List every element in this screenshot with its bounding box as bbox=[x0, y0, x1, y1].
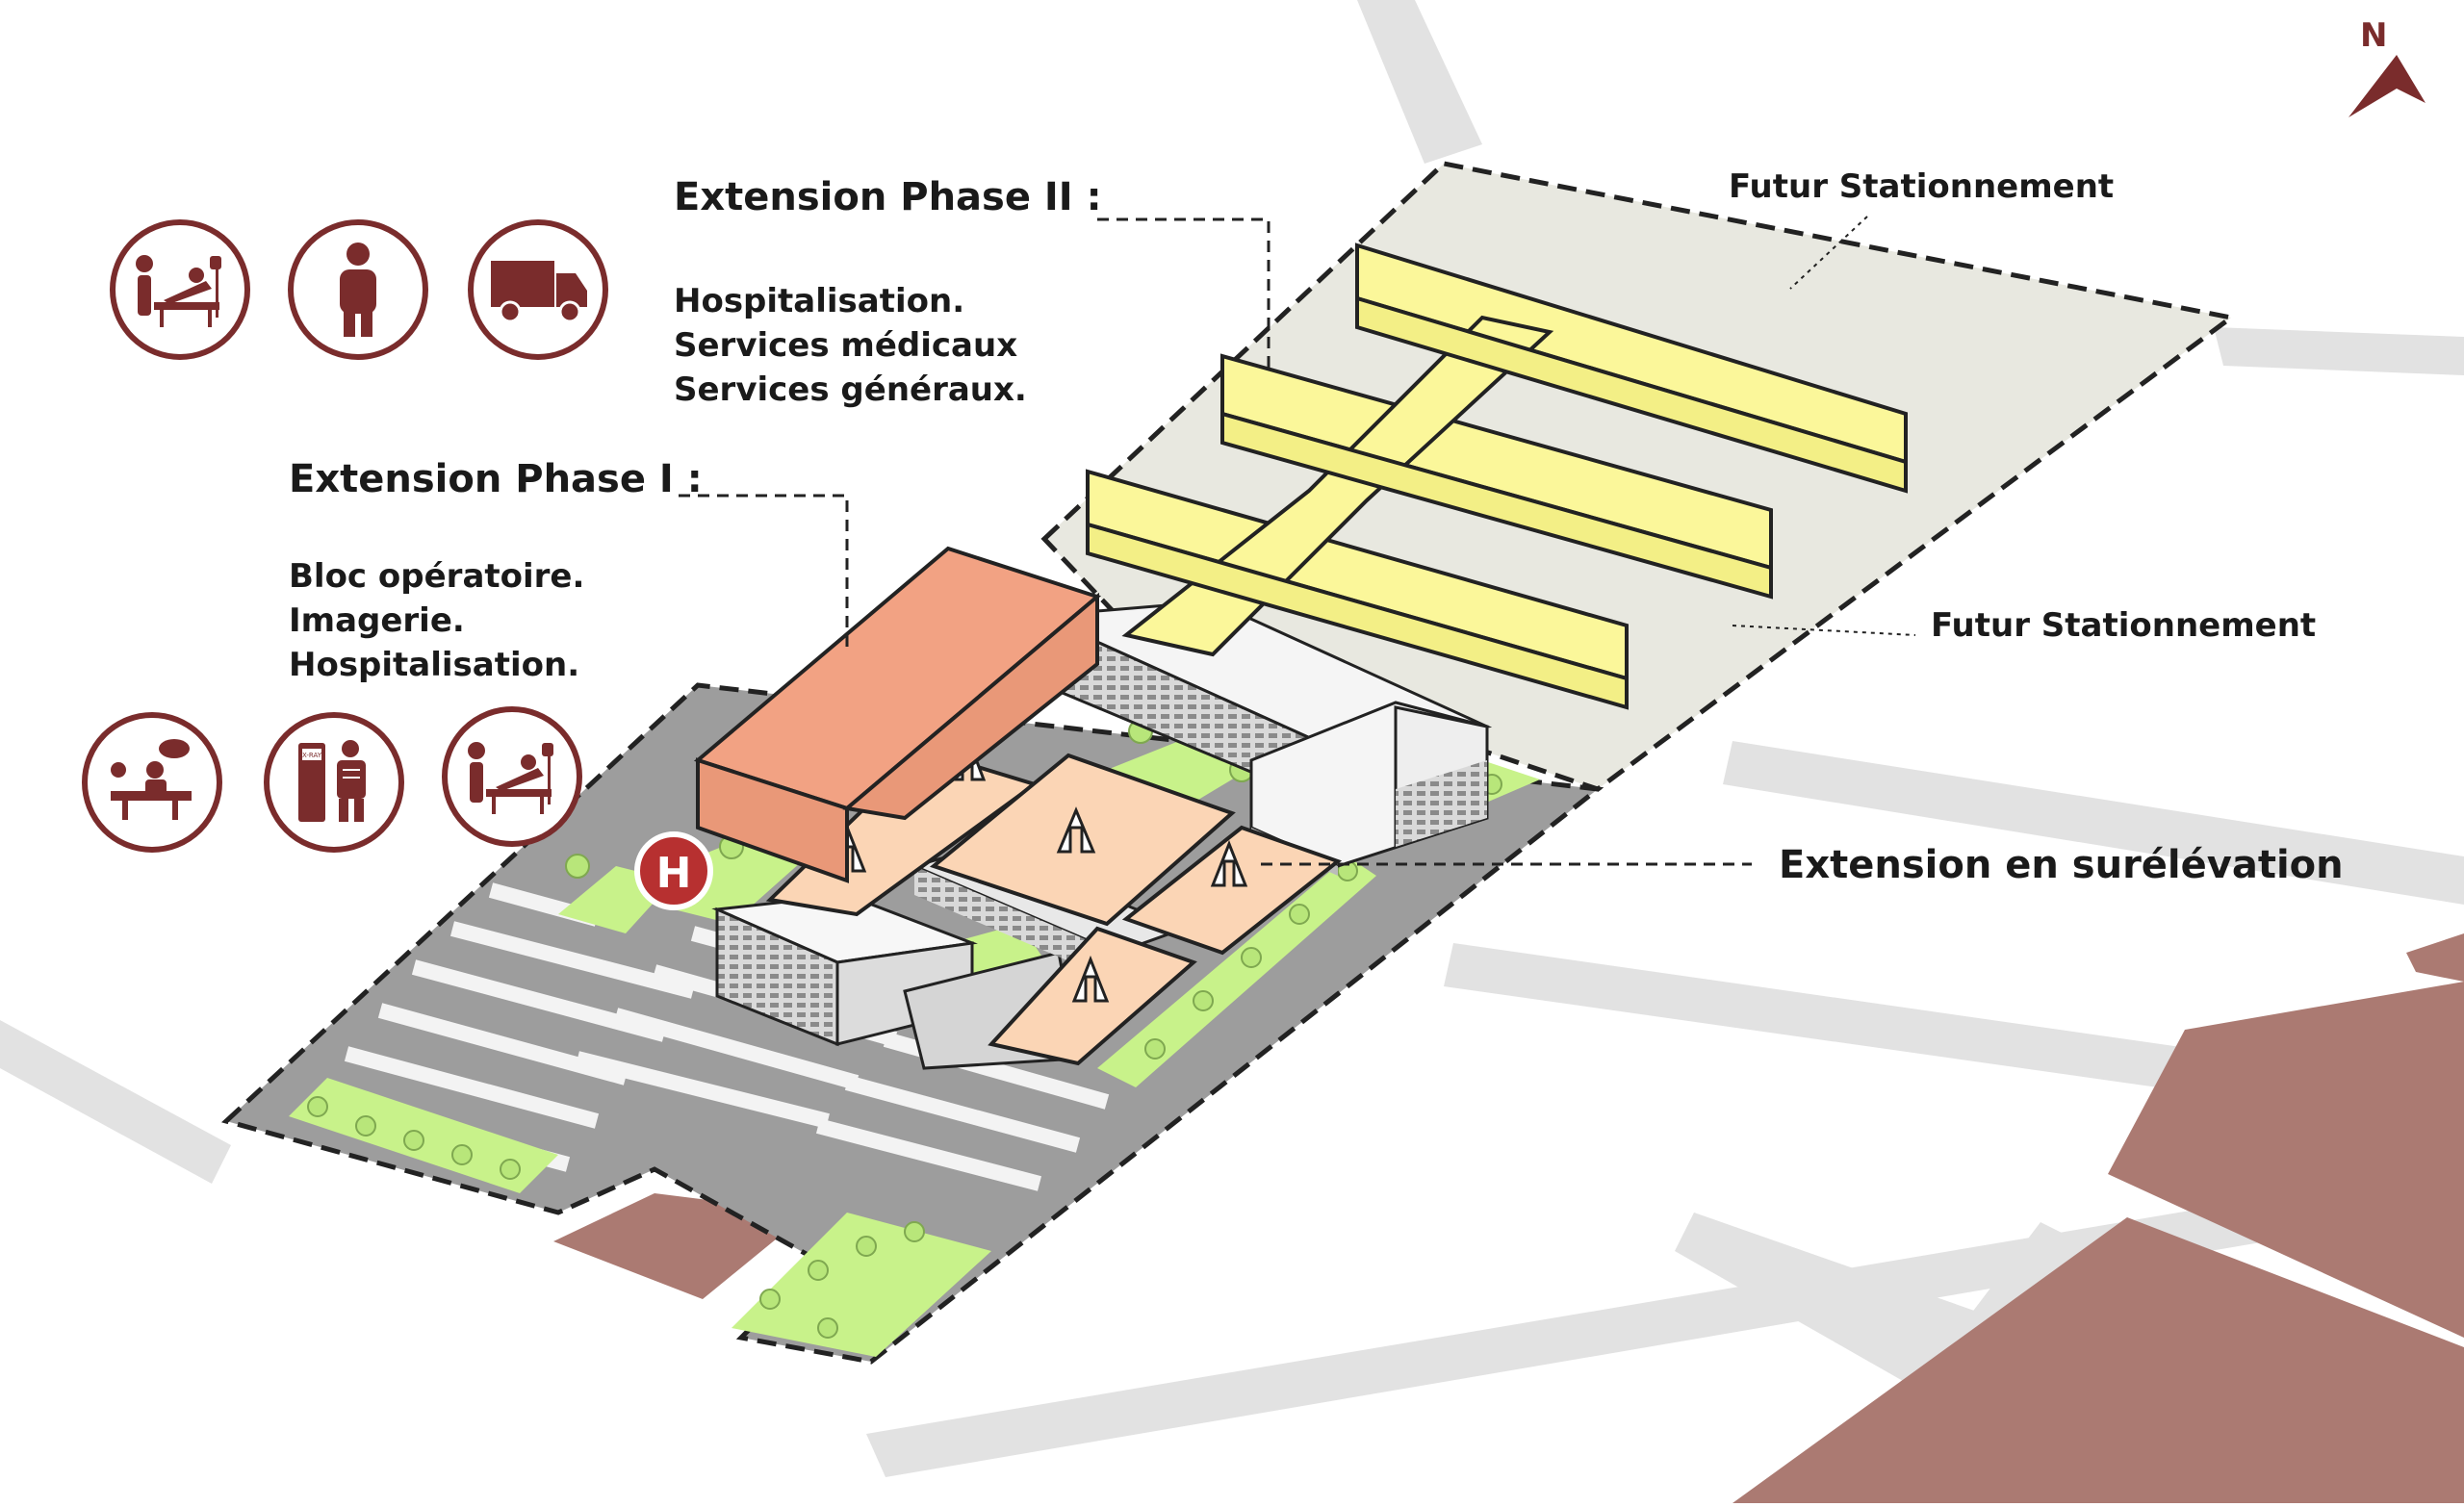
north-arrow: N bbox=[2339, 12, 2445, 127]
future-parking-label-right: Futur Stationnement bbox=[1931, 606, 2317, 645]
leader-phase2 bbox=[1097, 217, 1270, 375]
phase1-item-2: Imagerie. bbox=[289, 601, 465, 640]
helipad-letter: H bbox=[656, 849, 692, 898]
neighbour-lots bbox=[553, 933, 2464, 1503]
north-letter: N bbox=[2360, 16, 2387, 55]
phase1-item-1: Bloc opératoire. bbox=[289, 557, 585, 596]
helipad: H bbox=[634, 831, 713, 910]
elevation-label: Extension en surélévation bbox=[1779, 843, 2344, 887]
trees bbox=[307, 719, 1502, 1339]
north-arrow-icon: N bbox=[2348, 16, 2426, 117]
leader-lines bbox=[679, 216, 1916, 866]
lot-east bbox=[2108, 982, 2464, 1338]
phase2-item-1: Hospitalisation. bbox=[674, 282, 965, 320]
future-parking-label-top: Futur Stationnement bbox=[1729, 167, 2115, 206]
lot-south bbox=[553, 1193, 808, 1299]
elevation-block-3 bbox=[1121, 825, 1343, 956]
lot-corner bbox=[2406, 933, 2464, 982]
operating-room-icon bbox=[80, 710, 224, 855]
phase1-item-3: Hospitalisation. bbox=[289, 646, 580, 684]
person-icon bbox=[286, 217, 430, 362]
leader-phase1 bbox=[679, 494, 849, 654]
patient-bed-icon bbox=[440, 704, 584, 849]
xray-text: X-RAY bbox=[302, 752, 322, 759]
phase2-item-3: Services généraux. bbox=[674, 370, 1027, 409]
phase2-title: Extension Phase II : bbox=[674, 175, 1102, 219]
lot-southeast bbox=[1732, 1217, 2464, 1503]
leader-parking-top bbox=[1789, 216, 1868, 290]
phase1-title: Extension Phase I : bbox=[289, 457, 703, 501]
phase2-building bbox=[1086, 243, 1908, 710]
phase2-item-2: Services médicaux bbox=[674, 326, 1018, 365]
xray-imaging-icon: X-RAY bbox=[262, 710, 406, 855]
phase1-building bbox=[693, 546, 1102, 883]
delivery-truck-icon bbox=[466, 217, 610, 362]
patient-bed-icon bbox=[108, 217, 252, 362]
elevation-block-4 bbox=[988, 926, 1197, 1066]
